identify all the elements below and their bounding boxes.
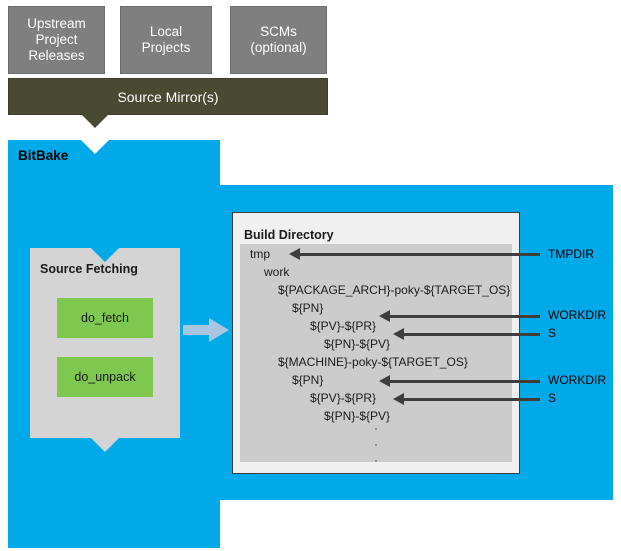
tree-ellipsis-dot: · [374,453,378,467]
source-box-label: SCMs (optional) [250,24,307,55]
variable-label-workdir-1: WORKDIR [548,308,606,322]
source-fetching-panel [30,248,180,438]
task-do-unpack[interactable]: do_unpack [57,357,153,397]
variable-label-tmpdir: TMPDIR [548,247,594,261]
source-box-scms-optional: SCMs (optional) [230,6,327,74]
tree-item-pn-pv-2: ${PN}-${PV} [324,409,391,423]
tree-ellipsis-dot: · [374,421,378,435]
task-label: do_fetch [81,311,129,325]
flow-arrow-to-build-directory [183,318,229,342]
arrow-line-s-2 [404,398,540,401]
tree-item-pv-pr-2: ${PV}-${PR} [310,391,377,405]
task-label: do_unpack [74,370,136,384]
arrow-line-workdir-2 [390,380,540,383]
source-fetching-bottom-notch [91,438,119,452]
arrow-line-s-1 [404,333,540,336]
arrow-head-s-1 [393,328,404,340]
tree-item-pn-1: ${PN} [292,301,324,315]
source-mirror-down-arrow [81,114,109,128]
source-box-upstream-project-releases: Upstream Project Releases [8,6,105,74]
variable-label-s-2: S [548,391,557,405]
build-directory-tree [240,244,512,462]
arrow-head-workdir-2 [379,375,390,387]
tree-item-pn-2: ${PN} [292,373,324,387]
source-box-label: Upstream Project Releases [27,16,86,63]
bitbake-top-notch [81,140,109,154]
arrow-line-tmpdir [300,253,540,256]
source-mirror-label: Source Mirror(s) [117,88,219,105]
tree-item-pn-pv-1: ${PN}-${PV} [324,337,391,351]
source-box-local-projects: Local Projects [120,6,212,74]
source-fetching-top-notch [91,248,119,262]
build-directory-title: Build Directory [244,228,334,242]
task-do-fetch[interactable]: do_fetch [57,298,153,338]
arrow-line-workdir-1 [390,315,540,318]
tree-item-pv-pr-1: ${PV}-${PR} [310,319,377,333]
tree-item-package-arch: ${PACKAGE_ARCH}-poky-${TARGET_OS} [278,283,511,297]
source-mirror-bar: Source Mirror(s) [8,78,328,115]
source-fetching-title: Source Fetching [40,262,138,276]
arrow-head-workdir-1 [379,310,390,322]
arrow-head-tmpdir [289,248,300,260]
bitbake-label: BitBake [18,148,69,163]
variable-label-workdir-2: WORKDIR [548,373,606,387]
arrow-head-s-2 [393,393,404,405]
tree-item-work: work [264,265,290,279]
tree-ellipsis-dot: · [374,437,378,451]
tree-item-tmp: tmp [250,247,271,261]
source-box-label: Local Projects [141,24,191,55]
tree-item-machine: ${MACHINE}-poky-${TARGET_OS} [278,355,468,369]
variable-label-s-1: S [548,326,557,340]
